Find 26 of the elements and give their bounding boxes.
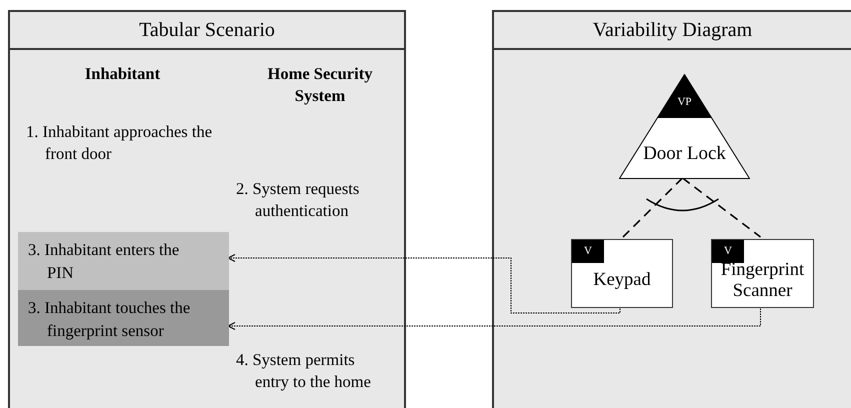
dashed-connector (622, 177, 684, 238)
variant-tag-text: V (724, 244, 732, 260)
panel-title: Tabular Scenario (139, 18, 275, 43)
node-label: Keypad (593, 270, 651, 291)
variation-point-triangle (619, 74, 750, 179)
trace-arrow (228, 254, 620, 314)
scenario-step: 2. System requests authentication (236, 178, 386, 222)
panel (8, 10, 406, 408)
highlighted-step (18, 290, 229, 346)
scenario-step: 1. Inhabitant approaches the front door (26, 121, 222, 165)
scenario-step: 3. Inhabitant enters the PIN (28, 238, 207, 284)
node-label: Door Lock (643, 142, 726, 166)
variation-point-tag: VP (677, 94, 692, 110)
trace-arrow (228, 306, 761, 330)
scenario-step: 3. Inhabitant touches the fingerprint sensor (28, 296, 207, 342)
column-heading: Inhabitant (84, 64, 160, 83)
panel (492, 10, 851, 408)
dashed-connector (682, 177, 761, 238)
variant-box (711, 239, 814, 308)
highlighted-step (18, 232, 229, 290)
scenario-step: 4. System permits entry to the home (236, 349, 386, 393)
node-label: Fingerprint Scanner (720, 260, 806, 302)
column-heading: Home Security System (268, 64, 372, 105)
variant-tag-text: V (584, 244, 592, 260)
panel-title: Variability Diagram (592, 18, 752, 43)
variant-box (571, 239, 673, 308)
